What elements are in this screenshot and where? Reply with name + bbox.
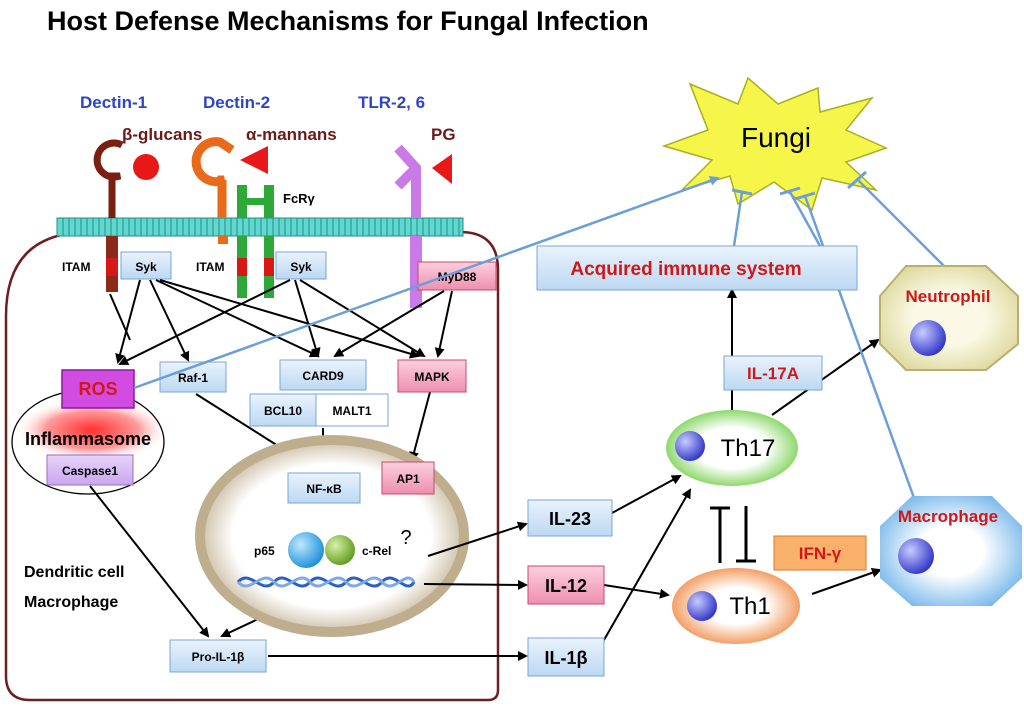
nfkb-label: NF-κB	[306, 482, 342, 496]
macrophage-label: Macrophage	[898, 507, 998, 526]
syk1-box	[120, 251, 172, 280]
myd88-label: MyD88	[438, 270, 477, 284]
page-title: Host Defense Mechanisms for Fungal Infec…	[47, 6, 649, 36]
bcl10-box	[249, 393, 317, 427]
syk2-box	[275, 251, 327, 280]
il12-box	[527, 565, 605, 605]
acquired-immune-box	[536, 245, 858, 291]
neutrophil-cell	[879, 265, 1019, 371]
dectin2-receptor	[191, 137, 235, 244]
malt1-label: MALT1	[332, 404, 371, 418]
il1b-box	[527, 637, 605, 677]
th1-nucleus	[687, 591, 717, 621]
inflammasome-label: Inflammasome	[25, 429, 151, 449]
ap1-box	[381, 461, 435, 495]
dectin1-receptor	[93, 139, 124, 292]
ifng-label: IFN-γ	[799, 544, 842, 563]
fungi-label: Fungi	[741, 122, 811, 153]
pg-ligand	[432, 154, 452, 184]
myd88-box	[417, 261, 497, 291]
dna-helix	[236, 576, 416, 588]
crel-subunit	[325, 535, 355, 565]
bglucans-label: β-glucans	[122, 125, 202, 144]
bcl10-label: BCL10	[264, 404, 302, 418]
th1-cell	[672, 568, 800, 644]
neutrophil-nucleus	[910, 320, 946, 356]
il1b-label: IL-1β	[545, 648, 588, 668]
cell-outline	[4, 230, 500, 702]
card9-label: CARD9	[302, 369, 344, 383]
alpha-mannan-ligand	[240, 146, 268, 174]
th17-label: Th17	[721, 435, 776, 462]
macrophage-cell	[880, 496, 1022, 606]
syk1-label: Syk	[135, 260, 157, 274]
neutrophil-label: Neutrophil	[906, 287, 991, 306]
mapk-label: MAPK	[414, 370, 450, 384]
fcr-gamma-receptor	[237, 185, 274, 298]
caspase1-box	[46, 454, 134, 486]
beta-glucan-ligand	[133, 154, 159, 180]
il12-label: IL-12	[545, 576, 587, 596]
mapk-box	[397, 359, 467, 393]
ros-glow	[14, 398, 170, 462]
fcr-label: FcRγ	[283, 191, 316, 206]
il17a-box	[723, 355, 823, 391]
blue-blocks	[731, 170, 867, 201]
tlr-label: TLR-2, 6	[358, 93, 425, 112]
ros-box	[61, 369, 135, 409]
caspase1-label: Caspase1	[62, 464, 118, 478]
p65-label: p65	[254, 544, 275, 558]
il23-box	[527, 499, 613, 537]
syk2-label: Syk	[290, 260, 312, 274]
th17-nucleus	[675, 431, 705, 461]
nfkb-box	[287, 472, 361, 504]
acquired-immune-label: Acquired immune system	[570, 259, 801, 280]
ap1-label: AP1	[396, 472, 420, 486]
itam1-label: ITAM	[62, 260, 90, 274]
il17a-label: IL-17A	[747, 364, 799, 383]
p65-subunit	[288, 532, 324, 568]
itam2-label: ITAM	[196, 260, 224, 274]
pro-il1b-box	[169, 639, 267, 673]
crel-label: c-Rel	[362, 544, 391, 558]
cytokine-arrows	[268, 288, 882, 661]
cell-type-label-2: Macrophage	[24, 594, 118, 611]
amannans-label: α-mannans	[246, 125, 337, 144]
cell-membrane	[56, 217, 464, 237]
ros-label: ROS	[78, 379, 117, 399]
question-mark: ?	[400, 527, 411, 549]
ifng-box	[773, 535, 867, 571]
dectin2-label: Dectin-2	[203, 93, 270, 112]
dectin1-label: Dectin-1	[80, 93, 147, 112]
cell-type-label-1: Dendritic cell	[24, 564, 124, 581]
th17-cell	[666, 410, 798, 486]
card9-box	[279, 359, 367, 391]
il23-label: IL-23	[549, 509, 591, 529]
pro-il1b-label: Pro-IL-1β	[192, 650, 245, 664]
inhibition-marks	[710, 506, 756, 563]
pg-label: PG	[431, 125, 456, 144]
th1-label: Th1	[729, 593, 770, 620]
macrophage-nucleus	[898, 538, 934, 574]
raf1-label: Raf-1	[178, 371, 208, 385]
malt1-box	[315, 393, 389, 427]
